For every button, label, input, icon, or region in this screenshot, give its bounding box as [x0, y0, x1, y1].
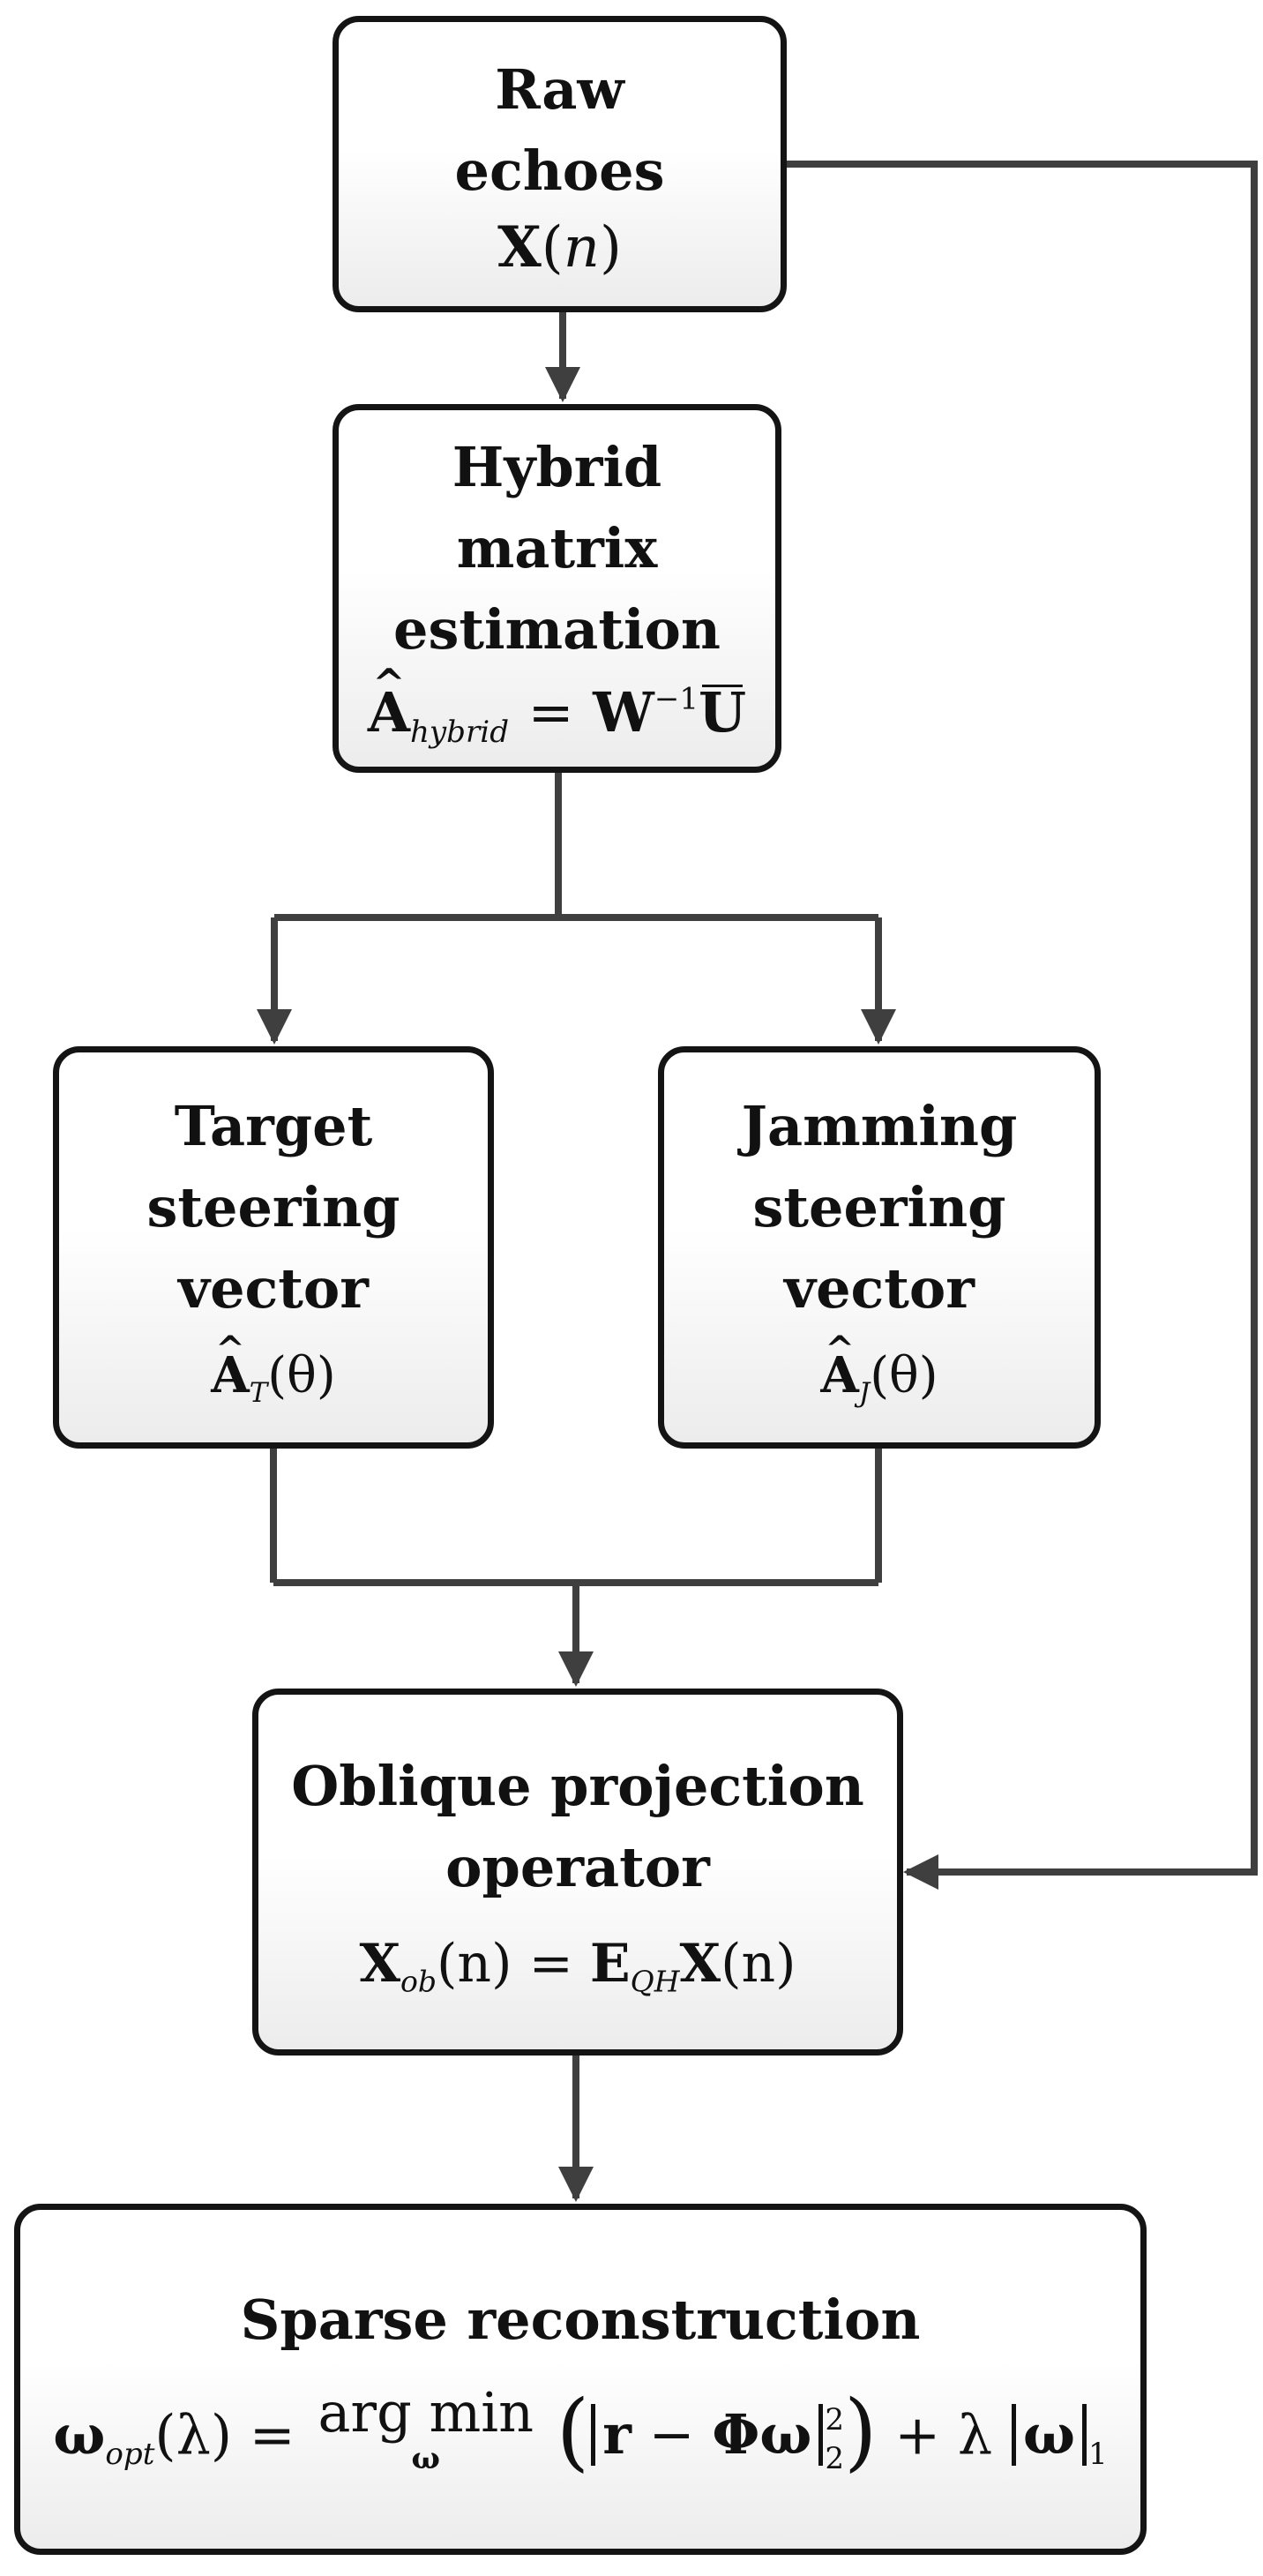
jamming-label-1: Jamming	[741, 1094, 1018, 1159]
hybrid-label-3: estimation	[393, 597, 721, 663]
target-label-3: vector	[178, 1256, 369, 1322]
jamming-label-2: steering	[752, 1175, 1006, 1240]
arrow-raw-bypass-to-oblique	[787, 161, 1258, 1890]
jamming-steering-node: Jamming steering vector AJ(θ)	[658, 1046, 1101, 1449]
raw-echoes-label-2: echoes	[454, 138, 665, 203]
hybrid-formula: Ahybrid = W−1U	[368, 662, 746, 749]
target-label-2: steering	[146, 1175, 400, 1240]
hybrid-label-2: matrix	[456, 516, 658, 581]
oblique-label-2: operator	[445, 1835, 710, 1900]
raw-echoes-node: Raw echoes X(n)	[333, 16, 787, 312]
hybrid-label-1: Hybrid	[452, 435, 662, 500]
target-formula: AT(θ)	[211, 1329, 335, 1409]
target-steering-node: Target steering vector AT(θ)	[53, 1046, 494, 1449]
oblique-projection-node: Oblique projection operator Xob(n) = EQH…	[252, 1689, 903, 2056]
raw-echoes-label-1: Raw	[495, 56, 624, 122]
target-label-1: Target	[174, 1094, 373, 1159]
jamming-formula: AJ(θ)	[820, 1329, 938, 1409]
oblique-label-1: Oblique projection	[291, 1754, 864, 1819]
sparse-label-1: Sparse reconstruction	[240, 2288, 921, 2353]
oblique-formula: Xob(n) = EQHX(n)	[359, 1933, 796, 1999]
raw-echoes-formula: X(n)	[497, 213, 622, 281]
hybrid-matrix-node: Hybrid matrix estimation Ahybrid = W−1U	[333, 404, 781, 773]
jamming-label-3: vector	[784, 1256, 975, 1322]
